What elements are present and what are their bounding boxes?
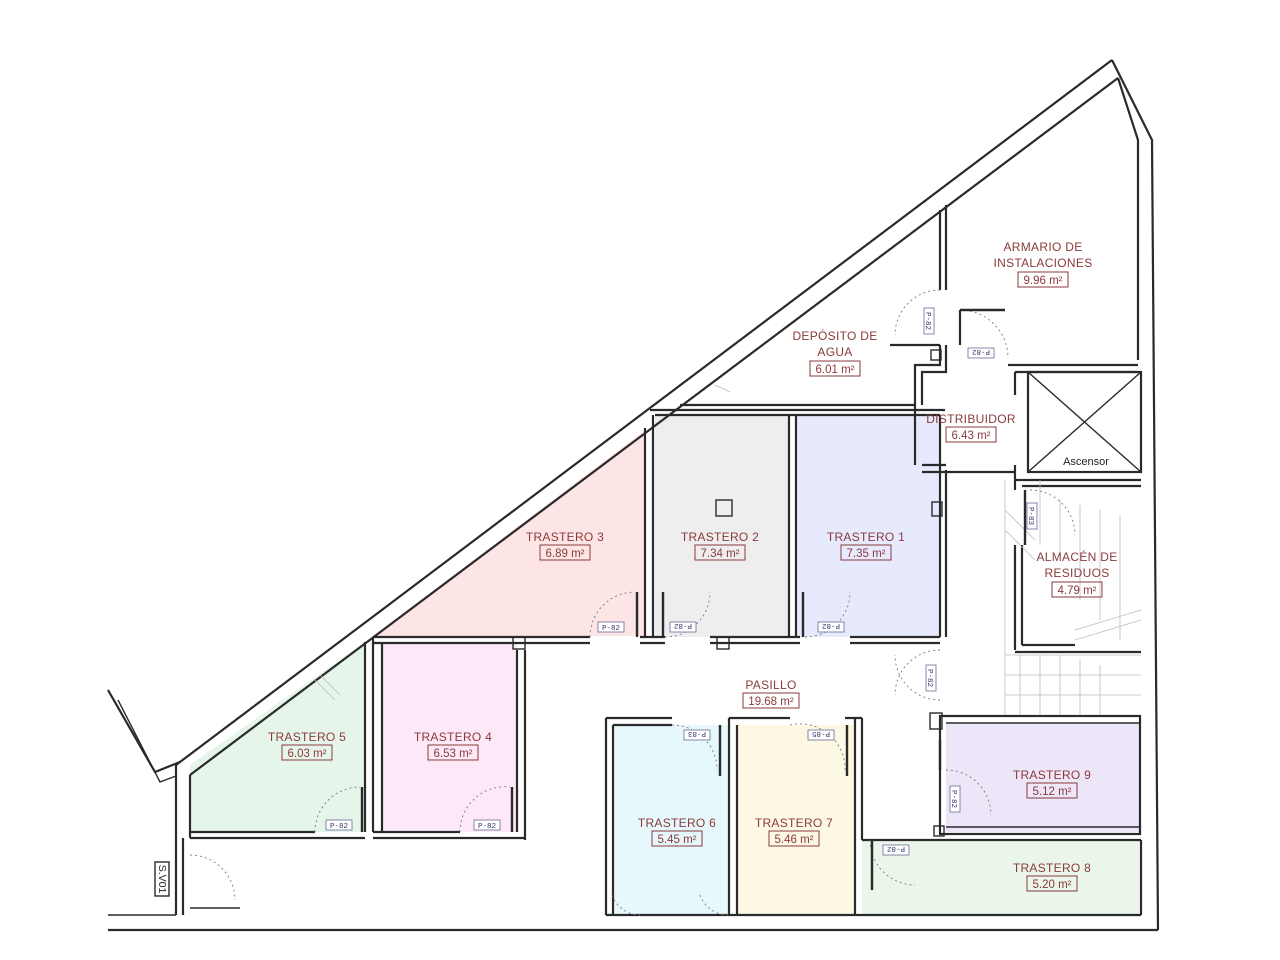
svg-text:P-82: P-82: [972, 347, 990, 355]
svg-text:DISTRIBUIDOR: DISTRIBUIDOR: [926, 412, 1016, 426]
svg-text:6.53 m²: 6.53 m²: [434, 748, 473, 760]
door-tag: P-83: [1026, 502, 1038, 530]
door-tag: P-82: [967, 347, 995, 359]
trastero-9-fill[interactable]: [946, 723, 1139, 832]
svg-text:9.96 m²: 9.96 m²: [1024, 275, 1063, 287]
svg-text:5.45 m²: 5.45 m²: [658, 834, 697, 846]
svg-text:7.35 m²: 7.35 m²: [847, 548, 886, 560]
room-label-trastero-6: TRASTERO 6 5.45 m²: [638, 816, 716, 847]
svg-text:DEPÓSITO DE: DEPÓSITO DE: [792, 328, 877, 343]
door-tag: P-82: [325, 819, 353, 831]
svg-text:P-82: P-82: [949, 790, 957, 808]
door-swings: [189, 289, 1076, 916]
svg-text:AGUA: AGUA: [817, 345, 852, 359]
trastero-3-fill[interactable]: [373, 430, 645, 636]
stair-label-group: S.V01: [154, 861, 170, 897]
trastero-4-fill[interactable]: [382, 642, 517, 832]
trastero-1-fill[interactable]: [796, 415, 939, 637]
door-tag: P-82: [817, 621, 845, 633]
room-label-deposito: DEPÓSITO DE AGUA 6.01 m²: [792, 328, 877, 377]
svg-text:4.79 m²: 4.79 m²: [1058, 585, 1097, 597]
stair-label: S.V01: [156, 865, 168, 894]
door-tag: P-82: [669, 621, 697, 633]
room-label-pasillo: PASILLO 19.68 m²: [742, 678, 800, 709]
svg-text:ALMACÉN DE: ALMACÉN DE: [1036, 549, 1117, 564]
svg-text:P-82: P-82: [330, 823, 348, 831]
svg-text:TRASTERO 8: TRASTERO 8: [1013, 861, 1091, 875]
svg-text:P-83: P-83: [1026, 507, 1034, 526]
door-tag: P-82: [473, 819, 501, 831]
door-tags: P-82 P-82 P-82 P-82 P-82 P-82 P-83 P-85 …: [325, 307, 1038, 856]
svg-text:P-85: P-85: [812, 729, 831, 737]
trastero-7-fill[interactable]: [737, 725, 855, 915]
svg-text:5.46 m²: 5.46 m²: [775, 834, 814, 846]
svg-text:TRASTERO 6: TRASTERO 6: [638, 816, 716, 830]
door-tag: P-83: [683, 729, 711, 741]
svg-text:TRASTERO 1: TRASTERO 1: [827, 530, 905, 544]
svg-text:P-83: P-83: [688, 729, 707, 737]
svg-text:P-82: P-82: [887, 844, 905, 852]
trastero-6-fill[interactable]: [613, 725, 729, 915]
svg-text:RESIDUOS: RESIDUOS: [1044, 566, 1109, 580]
door-tag: P-82: [925, 664, 937, 692]
svg-text:P-82: P-82: [478, 823, 496, 831]
room-label-trastero-7: TRASTERO 7 5.46 m²: [755, 816, 833, 847]
door-tag: P-82: [597, 621, 625, 633]
svg-text:6.89 m²: 6.89 m²: [546, 548, 585, 560]
room-label-almacen: ALMACÉN DE RESIDUOS 4.79 m²: [1036, 549, 1117, 598]
room-label-trastero-4: TRASTERO 4 6.53 m²: [414, 730, 492, 761]
room-label-trastero-8: TRASTERO 8 5.20 m²: [1013, 861, 1091, 892]
interior-walls: [181, 205, 1143, 917]
svg-text:P-82: P-82: [674, 621, 692, 629]
svg-text:TRASTERO 9: TRASTERO 9: [1013, 768, 1091, 782]
svg-text:TRASTERO 2: TRASTERO 2: [681, 530, 759, 544]
svg-text:TRASTERO 7: TRASTERO 7: [755, 816, 833, 830]
door-tag: P-82: [923, 307, 935, 335]
svg-text:TRASTERO 5: TRASTERO 5: [268, 730, 346, 744]
shaft-square: [715, 499, 733, 517]
svg-text:6.43 m²: 6.43 m²: [952, 430, 991, 442]
door-tag: P-85: [807, 729, 835, 741]
trastero-2-fill[interactable]: [655, 415, 790, 637]
svg-text:P-82: P-82: [925, 669, 933, 687]
svg-text:PASILLO: PASILLO: [745, 678, 796, 692]
room-label-trastero-3: TRASTERO 3 6.89 m²: [526, 530, 604, 561]
svg-text:P-82: P-82: [602, 625, 620, 633]
svg-text:INSTALACIONES: INSTALACIONES: [993, 256, 1092, 270]
svg-text:TRASTERO 4: TRASTERO 4: [414, 730, 492, 744]
trastero-5-fill[interactable]: [190, 642, 365, 832]
room-label-trastero-1: TRASTERO 1 7.35 m²: [827, 530, 905, 561]
ascensor-label: Ascensor: [1063, 456, 1109, 468]
svg-text:19.68 m²: 19.68 m²: [748, 696, 794, 708]
svg-text:5.20 m²: 5.20 m²: [1033, 879, 1072, 891]
room-label-trastero-9: TRASTERO 9 5.12 m²: [1013, 768, 1091, 799]
svg-text:6.03 m²: 6.03 m²: [288, 748, 327, 760]
svg-text:P-82: P-82: [923, 312, 931, 330]
svg-text:7.34 m²: 7.34 m²: [701, 548, 740, 560]
svg-text:ARMARIO DE: ARMARIO DE: [1003, 240, 1082, 254]
svg-text:6.01 m²: 6.01 m²: [816, 364, 855, 376]
room-label-distribuidor: DISTRIBUIDOR 6.43 m²: [926, 412, 1016, 443]
door-tag: P-82: [949, 785, 961, 813]
svg-text:5.12 m²: 5.12 m²: [1033, 786, 1072, 798]
door-tag: P-82: [882, 844, 910, 856]
ascensor-label-group: Ascensor: [1058, 452, 1116, 468]
room-label-armario: ARMARIO DE INSTALACIONES 9.96 m²: [993, 240, 1092, 288]
room-label-trastero-2: TRASTERO 2 7.34 m²: [681, 530, 759, 561]
svg-text:TRASTERO 3: TRASTERO 3: [526, 530, 604, 544]
room-label-trastero-5: TRASTERO 5 6.03 m²: [268, 730, 346, 761]
svg-text:P-82: P-82: [822, 621, 840, 629]
